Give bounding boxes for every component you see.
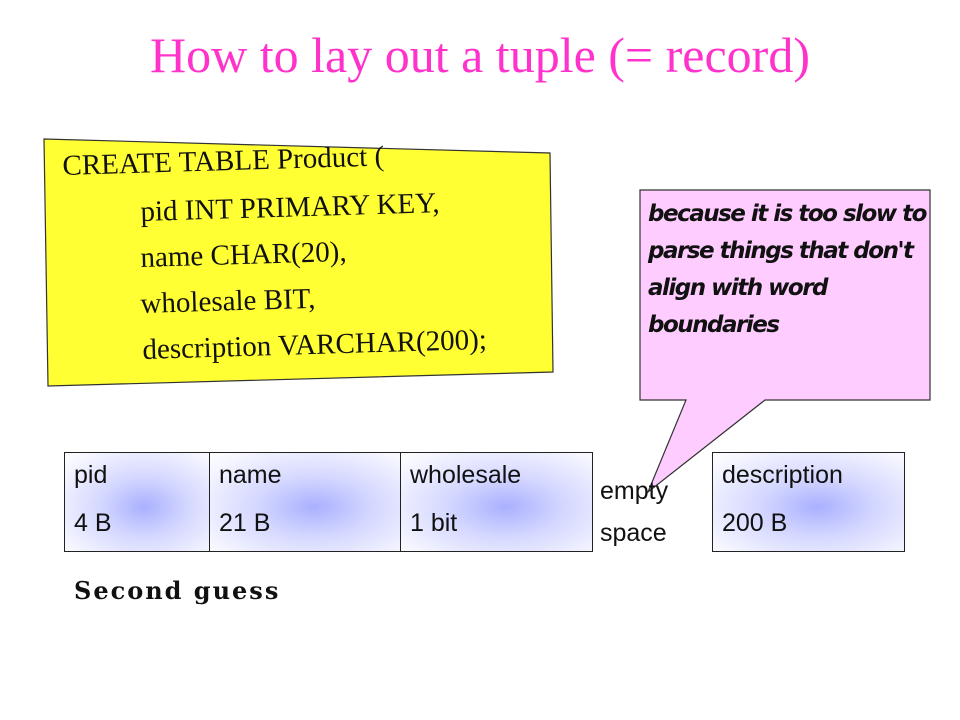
callout-line-2: parse things that don't (648, 238, 914, 264)
sql-line-1: CREATE TABLE Product ( (62, 140, 385, 182)
field-size: 200 B (722, 509, 788, 537)
callout-line-1: because it is too slow to (648, 201, 927, 227)
field-name: pid (74, 461, 108, 489)
field-cell-pid: pid 4 B (64, 452, 210, 552)
field-cell-description: description 200 B (712, 452, 905, 552)
field-cell-name: name 21 B (209, 452, 401, 552)
callout-text: because it is too slow to parse things t… (648, 196, 928, 344)
field-size: 4 B (74, 509, 112, 537)
field-name: wholesale (410, 461, 522, 489)
guess-label: Second guess (74, 576, 281, 605)
field-size: 21 B (219, 509, 271, 537)
empty-space-line-2: space (600, 519, 667, 547)
field-cell-wholesale: wholesale 1 bit (400, 452, 593, 552)
field-name: description (722, 461, 843, 489)
callout-line-4: boundaries (648, 312, 780, 338)
empty-space-line-1: empty (600, 477, 669, 505)
field-size: 1 bit (410, 509, 458, 537)
sql-line-5: description VARCHAR(200); (142, 323, 488, 366)
callout-line-3: align with word (648, 275, 829, 301)
sql-line-2: pid INT PRIMARY KEY, (140, 187, 441, 228)
slide-title: How to lay out a tuple (= record) (150, 27, 810, 83)
sql-line-3: name CHAR(20), (140, 235, 348, 274)
sql-line-4: wholesale BIT, (140, 282, 316, 320)
empty-space-label: empty space (600, 470, 668, 554)
field-name: name (219, 461, 282, 489)
